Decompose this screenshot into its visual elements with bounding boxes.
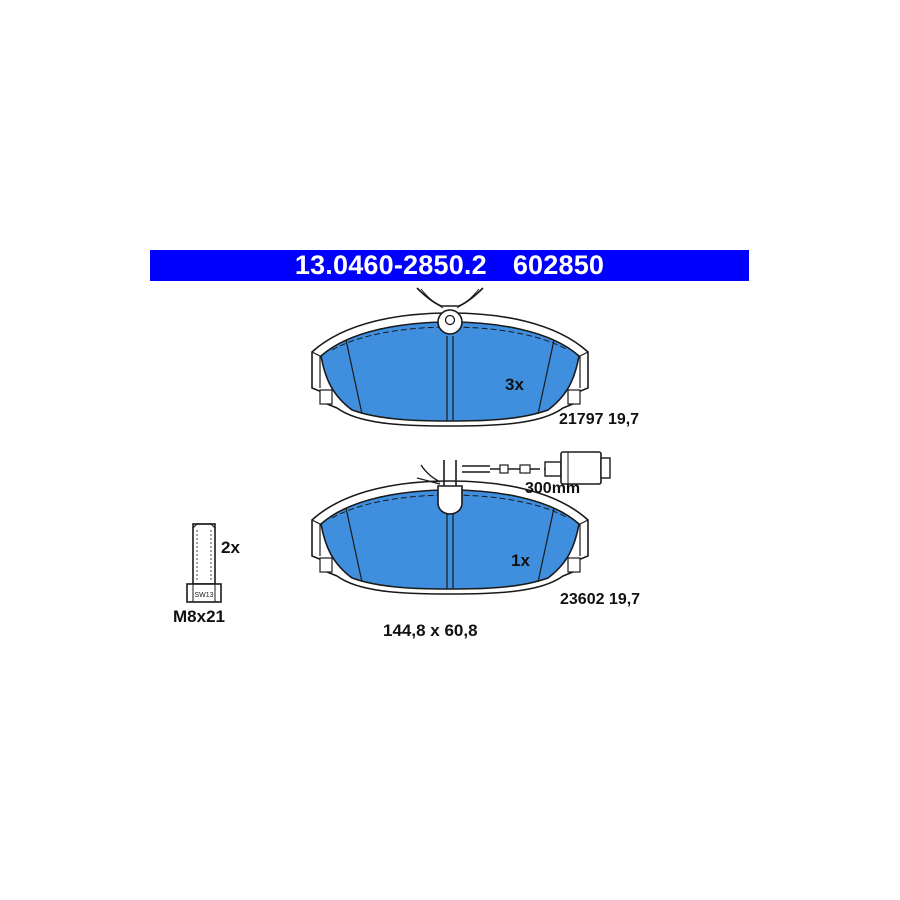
bottom-pad-quantity: 1x bbox=[511, 551, 530, 570]
pad-dimensions: 144,8 x 60,8 bbox=[383, 621, 478, 640]
wire-length: 300mm bbox=[525, 480, 581, 497]
brake-pad-bottom bbox=[311, 451, 611, 595]
bottom-pad-code: 23602 19,7 bbox=[560, 591, 641, 608]
bolt-quantity: 2x bbox=[221, 538, 240, 557]
top-pad-code: 21797 19,7 bbox=[559, 411, 640, 428]
part-number: 13.0460-2850.2 bbox=[294, 250, 487, 280]
top-pad-quantity: 3x bbox=[505, 375, 524, 394]
part-number-banner: 13.0460-2850.2 602850 bbox=[150, 250, 749, 281]
brake-pad-top bbox=[311, 287, 589, 427]
mounting-bolt: SW13 bbox=[186, 523, 222, 603]
reference-number: 602850 bbox=[512, 250, 605, 280]
bolt-size: M8x21 bbox=[173, 607, 225, 626]
bolt-wrench-size: SW13 bbox=[194, 592, 213, 599]
